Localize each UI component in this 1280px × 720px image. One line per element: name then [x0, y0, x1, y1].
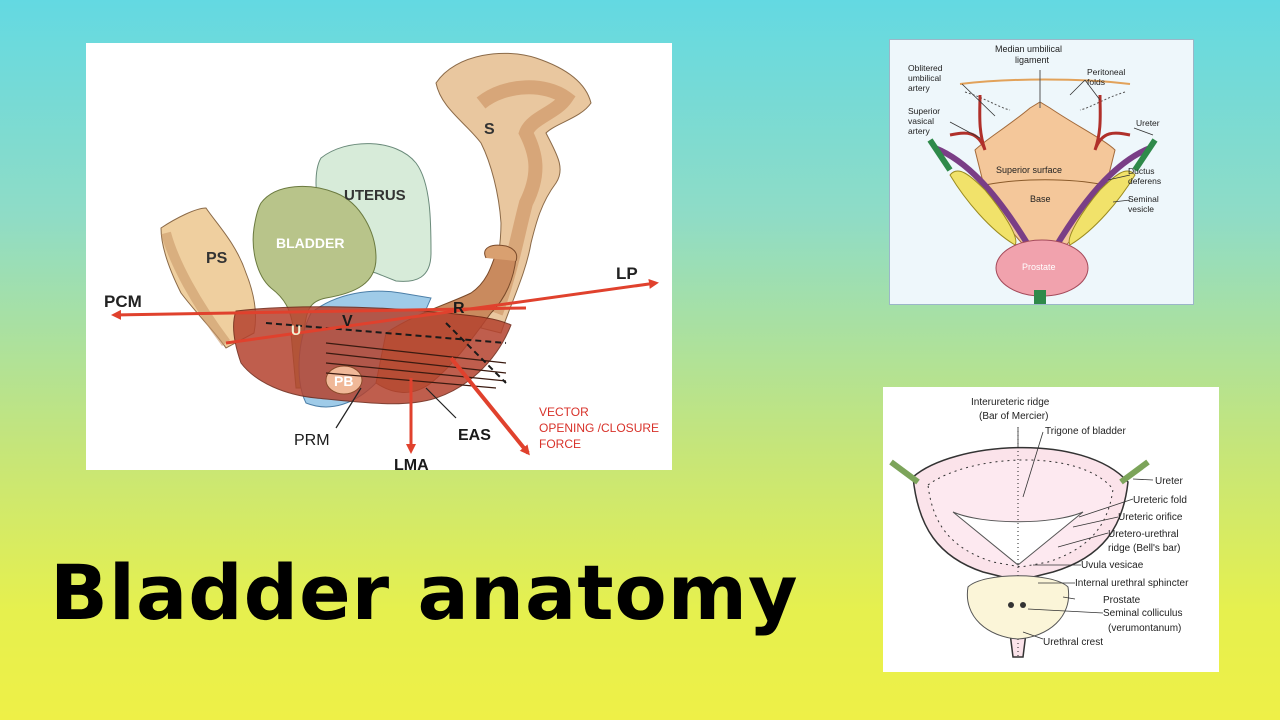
- label-obliterated-2: umbilical: [908, 73, 941, 83]
- label-lma: LMA: [394, 457, 429, 470]
- label-bladder: BLADDER: [276, 235, 344, 251]
- pelvic-floor-diagram: S UTERUS BLADDER PS LP PCM U V R PB PRM …: [86, 43, 672, 470]
- label-obliterated-1: Oblitered: [908, 63, 943, 73]
- label-colliculus-2: (verumontanum): [1108, 623, 1181, 634]
- bladder-shape: [252, 185, 377, 334]
- lp-arrow: [225, 279, 659, 345]
- prostate-shape-trigone: [966, 575, 1070, 640]
- label-prostate: Prostate: [1022, 262, 1056, 272]
- label-eas: EAS: [458, 427, 491, 444]
- label-vector-line3: FORCE: [539, 437, 581, 451]
- pelvic-floor-svg: S UTERUS BLADDER PS LP PCM U V R PB PRM …: [104, 52, 659, 470]
- ureter-shape: [927, 138, 953, 172]
- label-uvula: Uvula vesicae: [1081, 560, 1144, 571]
- label-prm: PRM: [294, 432, 330, 449]
- label-u: U: [291, 322, 301, 338]
- label-colliculus-1: Seminal colliculus: [1103, 608, 1182, 619]
- trigone-shape: [952, 511, 1084, 566]
- pcm-arrow: [111, 306, 527, 320]
- label-superior-vesical-1: Superior: [908, 106, 940, 116]
- label-urethral-crest: Urethral crest: [1043, 637, 1103, 648]
- label-base: Base: [1030, 194, 1051, 204]
- label-v: V: [342, 313, 353, 330]
- trigone-svg: Interureteric ridge (Bar of Mercier) Tri…: [889, 397, 1189, 658]
- label-peritoneal-1: Peritoneal: [1087, 67, 1125, 77]
- bladder-surface-diagram: Median umbilical ligament Oblitered umbi…: [889, 39, 1194, 305]
- vector-arrow: [449, 356, 530, 456]
- label-obliterated-3: artery: [908, 83, 930, 93]
- label-vector-line2: OPENING /CLOSURE: [539, 421, 659, 435]
- label-trigone: Trigone of bladder: [1045, 426, 1126, 437]
- label-ureteric-fold: Ureteric fold: [1133, 495, 1187, 506]
- label-peritoneal-2: folds: [1087, 77, 1105, 87]
- label-ductus-1: Ductus: [1128, 166, 1154, 176]
- label-median-umbilical-2: ligament: [1015, 55, 1050, 65]
- label-ureteric-orifice: Ureteric orifice: [1118, 512, 1183, 523]
- trigone-diagram: Interureteric ridge (Bar of Mercier) Tri…: [883, 387, 1219, 672]
- label-superior-vesical-3: artery: [908, 126, 930, 136]
- label-pcm: PCM: [104, 292, 142, 311]
- label-ps: PS: [206, 250, 228, 267]
- bladder-body-shape: [974, 101, 1116, 256]
- perineal-body-shape: [325, 365, 363, 395]
- label-uretero-2: ridge (Bell's bar): [1108, 543, 1181, 554]
- label-uterus: UTERUS: [344, 187, 406, 204]
- label-interureteric-2: (Bar of Mercier): [979, 411, 1048, 422]
- seminal-vesicle-shape: [949, 170, 1017, 246]
- label-prostate-trigone: Prostate: [1103, 595, 1141, 606]
- label-seminal-1: Seminal: [1128, 194, 1159, 204]
- label-uretero-1: Uretero-urethral: [1108, 529, 1179, 540]
- label-ductus-2: deferens: [1128, 176, 1161, 186]
- label-ureter: Ureter: [1136, 118, 1160, 128]
- label-superior-vesical-2: vasical: [908, 116, 934, 126]
- label-s: S: [484, 121, 495, 138]
- label-median-umbilical-1: Median umbilical: [995, 44, 1062, 54]
- bladder-surface-svg: Median umbilical ligament Oblitered umbi…: [908, 44, 1161, 304]
- label-superior-surface: Superior surface: [996, 165, 1062, 175]
- ductus-deferens-shape: [933, 145, 1033, 250]
- label-pb: PB: [334, 373, 353, 389]
- label-internal-sphincter: Internal urethral sphincter: [1075, 578, 1189, 589]
- label-r: R: [453, 300, 465, 317]
- label-vector-line1: VECTOR: [539, 405, 589, 419]
- label-lp: LP: [616, 264, 638, 283]
- page-title: Bladder anatomy: [50, 548, 799, 637]
- label-ureter-trigone: Ureter: [1155, 476, 1183, 487]
- label-seminal-2: vesicle: [1128, 204, 1154, 214]
- label-interureteric-1: Interureteric ridge: [971, 397, 1050, 408]
- sacrum-shape: [435, 52, 592, 334]
